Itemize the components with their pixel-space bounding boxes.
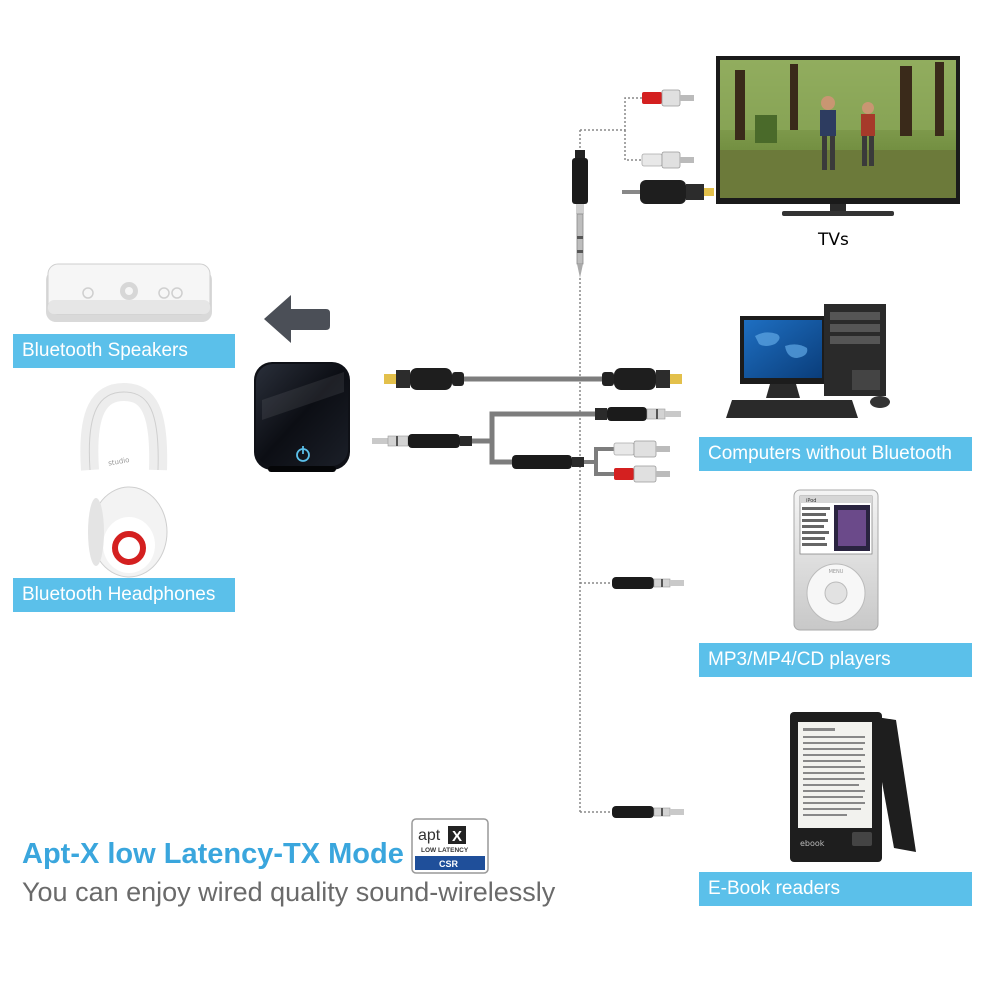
rca-plug-icon [614, 465, 670, 483]
aptx-mode-headline: Apt-X low Latency-TX Mode [22, 838, 404, 870]
left-arrow-icon [264, 295, 330, 343]
headphones-icon: studio [80, 382, 168, 578]
tvs-caption: TVs [817, 230, 849, 250]
rca-plug-icon [641, 151, 694, 169]
aptx-csr: CSR [439, 859, 459, 869]
computer-icon [726, 304, 890, 418]
ipod-icon: iPod MENU [793, 489, 879, 631]
wireless-subline: You can enjoy wired quality sound-wirele… [22, 877, 556, 907]
tv-icon [716, 56, 960, 216]
dotted-connector-lines [579, 97, 642, 813]
transmitter-device [254, 362, 350, 472]
power-icon [296, 446, 310, 462]
speaker-icon [46, 263, 212, 322]
ipod-menu-label: MENU [829, 569, 844, 575]
aux-plug-icon [572, 150, 588, 278]
label-computers: Computers without Bluetooth [699, 437, 972, 471]
aux-split-cable [372, 407, 681, 476]
label-bluetooth-headphones: Bluetooth Headphones [13, 578, 235, 612]
ipod-title: iPod [806, 498, 816, 504]
optical-cable [384, 368, 682, 390]
optical-plug-icon [622, 180, 714, 204]
label-mp3-players: MP3/MP4/CD players [699, 643, 972, 677]
aptx-logo-text: apt [418, 827, 441, 844]
ereader-icon: ebook [790, 712, 916, 862]
aptx-logo-x: X [452, 828, 462, 845]
aptx-low-latency: LOW LATENCY [421, 847, 469, 854]
headphone-brand: studio [108, 456, 131, 468]
rca-plug-icon [642, 89, 694, 107]
rca-plug-icon [613, 440, 670, 458]
label-ebook-readers: E-Book readers [699, 872, 972, 906]
label-bluetooth-speakers: Bluetooth Speakers [13, 334, 235, 368]
aux-plug-icon [612, 577, 684, 589]
aux-plug-icon [612, 806, 684, 818]
aptx-logo: apt X LOW LATENCY CSR [411, 818, 489, 874]
ebook-brand: ebook [800, 839, 825, 848]
